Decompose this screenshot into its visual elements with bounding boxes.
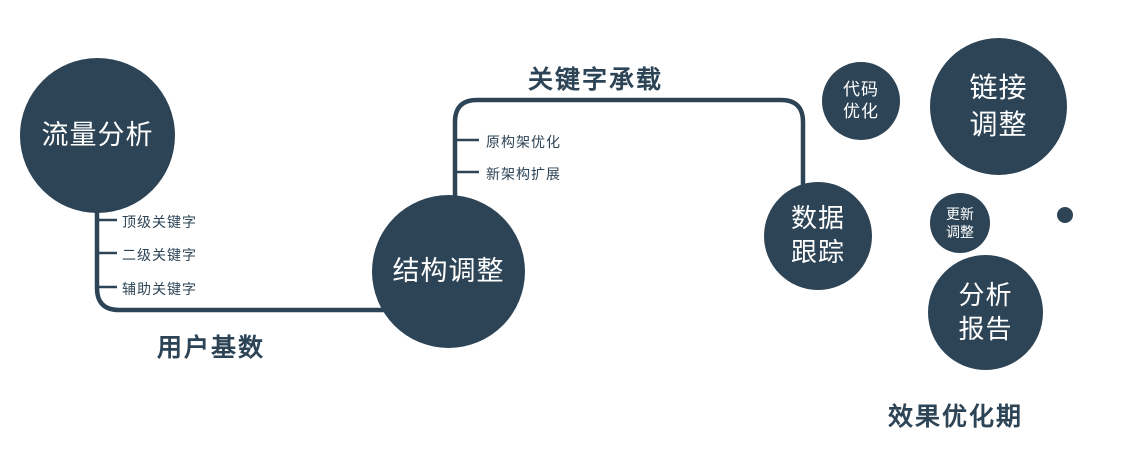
node-update-adjust-line2: 调整	[946, 224, 974, 240]
branch-new-structure: 新架构扩展	[486, 166, 561, 182]
node-structure-adjust-label: 结构调整	[392, 255, 505, 286]
node-code-optimize-line2: 优化	[843, 102, 879, 121]
node-link-adjust: 链接 调整	[930, 38, 1067, 175]
node-code-optimize: 代码 优化	[822, 62, 900, 140]
branch-original-structure: 原构架优化	[486, 134, 561, 150]
branch-aux-keyword: 辅助关键字	[122, 281, 197, 297]
node-code-optimize-line1: 代码	[843, 79, 879, 99]
label-keyword-carry: 关键字承载	[528, 66, 664, 94]
node-analysis-report-line2: 报告	[958, 313, 1013, 344]
branch-top-keyword: 顶级关键字	[122, 214, 197, 230]
node-update-adjust: 更新 调整	[930, 193, 990, 253]
node-link-adjust-line2: 调整	[969, 108, 1028, 140]
node-traffic-analysis-label: 流量分析	[41, 119, 154, 150]
node-update-adjust-line1: 更新	[946, 205, 974, 222]
branch-second-keyword: 二级关键字	[122, 247, 197, 263]
label-effect-phase: 效果优化期	[888, 403, 1024, 431]
node-link-adjust-line1: 链接	[969, 72, 1028, 104]
dot-marker	[1057, 207, 1073, 223]
node-data-tracking-line1: 数据	[790, 203, 845, 234]
node-structure-adjust: 结构调整	[372, 195, 525, 348]
label-user-base: 用户基数	[157, 334, 266, 362]
node-analysis-report-line1: 分析	[958, 279, 1013, 310]
node-data-tracking-line2: 跟踪	[790, 237, 845, 267]
node-data-tracking: 数据 跟踪	[764, 182, 872, 290]
node-analysis-report: 分析 报告	[928, 255, 1043, 370]
node-traffic-analysis: 流量分析	[20, 58, 175, 213]
